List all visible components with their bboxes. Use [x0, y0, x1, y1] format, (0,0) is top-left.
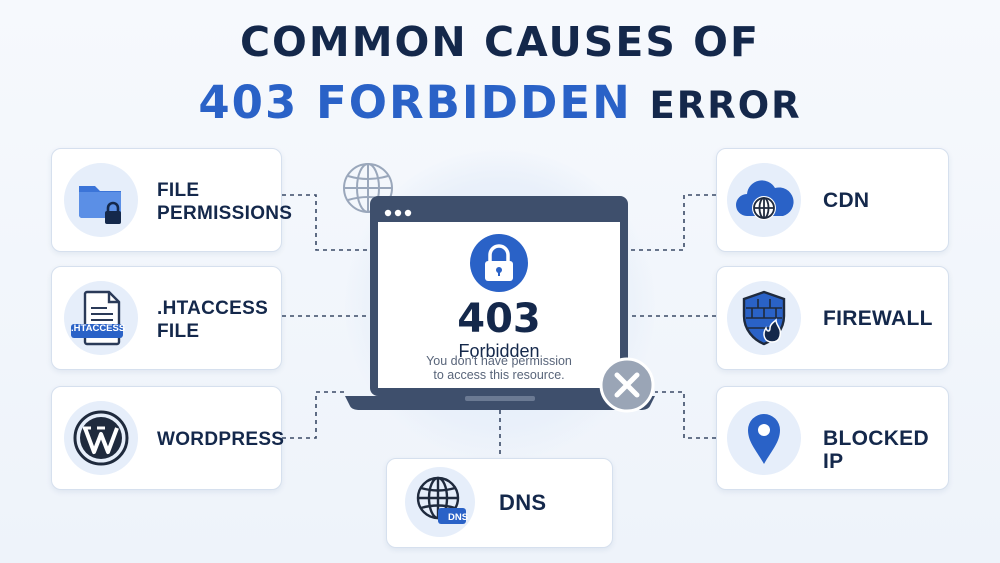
cause-card-firewall[interactable]: FIREWALL — [716, 266, 949, 370]
laptop-base — [345, 396, 655, 410]
location-pin-icon — [727, 401, 801, 475]
title-line-2: 403 FORBIDDEN ERROR — [0, 76, 1000, 129]
dns-badge: DNS — [448, 512, 469, 523]
close-icon — [614, 372, 640, 398]
connector-wordpress — [282, 391, 345, 439]
cause-card-blocked-ip[interactable]: BLOCKED IP — [716, 386, 949, 490]
cause-label: FIREWALL — [823, 307, 933, 330]
window-dot-icon — [404, 209, 412, 217]
window-dot-icon — [394, 209, 402, 217]
firewall-shield-icon — [727, 281, 801, 355]
connector-blocked-ip — [655, 391, 716, 439]
cause-label: BLOCKED IP — [823, 427, 929, 473]
cause-label: DNS — [499, 490, 547, 515]
connector-file-permissions — [282, 194, 372, 251]
lock-icon — [485, 244, 513, 281]
cause-label: WORDPRESS — [157, 429, 285, 450]
document-icon: .HTACCESS — [64, 281, 138, 355]
title-line-1: COMMON CAUSES OF — [239, 18, 761, 66]
cause-card-cdn[interactable]: CDN — [716, 148, 949, 252]
error-code: 403 — [457, 296, 541, 342]
cause-card-htaccess-file[interactable]: .HTACCESS .HTACCESS FILE — [51, 266, 282, 370]
error-status: Forbidden — [458, 341, 540, 361]
error-message: You don't have permission to access this… — [426, 354, 572, 382]
cause-label: FILE PERMISSIONS — [157, 180, 293, 224]
title-rest: ERROR — [649, 84, 802, 127]
window-dot-icon — [384, 209, 392, 217]
title-highlight: 403 FORBIDDEN — [198, 76, 632, 129]
htaccess-badge: .HTACCESS — [71, 323, 126, 334]
connector-cdn — [628, 194, 716, 251]
laptop-notch — [465, 396, 535, 401]
cause-card-wordpress[interactable]: WORDPRESS — [51, 386, 285, 490]
globe-icon: DNS — [405, 467, 475, 537]
cause-card-dns[interactable]: DNS DNS — [386, 458, 613, 548]
cause-card-file-permissions[interactable]: FILE PERMISSIONS — [51, 148, 292, 252]
wordpress-icon — [64, 401, 138, 475]
cause-label: CDN — [823, 189, 870, 212]
cause-label: .HTACCESS FILE — [157, 298, 269, 342]
folder-lock-icon — [64, 163, 138, 237]
cloud-globe-icon — [727, 163, 801, 237]
